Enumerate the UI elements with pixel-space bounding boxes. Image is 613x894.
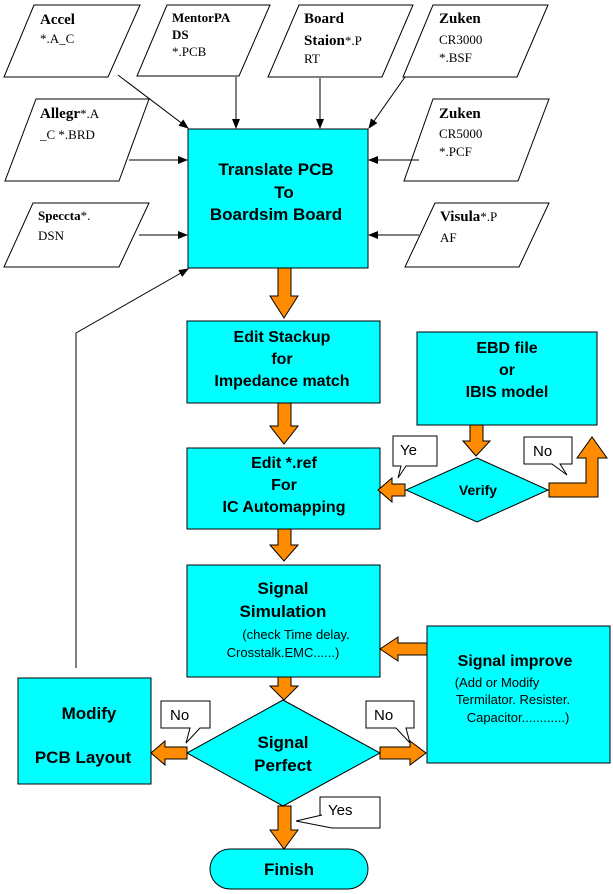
box-ebd-ibis: EBD file or IBIS model bbox=[416, 331, 598, 426]
perfect-line1: Signal bbox=[257, 733, 308, 752]
input-zuken3000-name: Zuken bbox=[439, 11, 481, 27]
modify-line1: Modify bbox=[62, 704, 117, 723]
input-specctra-name: Speccta bbox=[38, 208, 81, 223]
input-mentor-ext: *.PCB bbox=[172, 44, 207, 59]
box-stackup: Edit Stackup for Impedance match bbox=[186, 320, 381, 404]
verify-label: Verify bbox=[459, 482, 497, 498]
decision-signal-perfect: Signal Perfect bbox=[185, 699, 382, 807]
input-mentor: MentorPA DS *.PCB bbox=[136, 4, 271, 77]
input-boardstation-name2: Staion bbox=[304, 33, 346, 49]
decision-verify: Verify bbox=[404, 457, 550, 523]
arrow-ebd-verify bbox=[461, 424, 492, 457]
input-boardstation: Board Staion*.P RT bbox=[267, 4, 414, 78]
box-modify-layout: Modify PCB Layout bbox=[17, 677, 152, 785]
arrow-zuken3000 bbox=[368, 76, 406, 129]
input-zuken-cr5000: Zuken CR5000 *.PCF bbox=[403, 98, 550, 182]
arrow-verify-editref bbox=[377, 476, 406, 504]
input-specctra: Speccta*. DSN bbox=[3, 202, 150, 268]
box-signal-simulation: Signal Simulation (check Time delay. Cro… bbox=[186, 564, 381, 678]
input-mentor-name2: DS bbox=[172, 27, 189, 42]
input-boardstation-name1: Board bbox=[304, 11, 345, 27]
perfect-no-right-label: No bbox=[374, 707, 393, 724]
ebd-line2: or bbox=[499, 362, 515, 379]
input-specctra-ext2: DSN bbox=[38, 228, 65, 243]
ebd-line1: EBD file bbox=[476, 340, 537, 357]
verify-yes-label: Ye bbox=[400, 442, 417, 459]
callout-perfect-no-right: No bbox=[365, 700, 415, 744]
translate-line3: Boardsim Board bbox=[210, 205, 342, 224]
sim-detail-line1: (check Time delay. bbox=[242, 627, 349, 642]
improve-title: Signal improve bbox=[458, 653, 573, 670]
arrow-editref-simulation bbox=[268, 528, 300, 562]
arrow-perfect-improve bbox=[379, 740, 427, 766]
stackup-line1: Edit Stackup bbox=[234, 329, 331, 346]
arrow-modify-return bbox=[75, 268, 189, 668]
input-boardstation-ext1: *.P bbox=[345, 33, 362, 48]
input-specctra-ext1: *. bbox=[81, 208, 91, 223]
arrow-stackup-editref bbox=[268, 402, 300, 445]
improve-detail-line3: Capacitor............) bbox=[467, 710, 570, 725]
input-zuken5000-model: CR5000 bbox=[439, 126, 482, 141]
svg-text:Allegr*.A: Allegr*.A bbox=[40, 106, 100, 122]
input-allegro-ext1: *.A bbox=[80, 106, 100, 121]
arrow-translate-stackup bbox=[269, 267, 299, 319]
editref-line3: IC Automapping bbox=[223, 499, 346, 516]
input-allegro-name: Allegr bbox=[40, 106, 80, 122]
input-allegro: Allegr*.A _C *.BRD bbox=[4, 98, 150, 182]
input-visula-name: Visula bbox=[440, 209, 481, 225]
box-signal-improve: Signal improve (Add or Modify Termilator… bbox=[426, 625, 611, 764]
arrow-improve-simulation bbox=[379, 636, 428, 662]
input-zuken5000-ext: *.PCF bbox=[439, 144, 472, 159]
ebd-line3: IBIS model bbox=[466, 384, 549, 401]
finish-label: Finish bbox=[264, 860, 314, 879]
arrow-perfect-modify bbox=[150, 739, 188, 767]
sim-title-line2: Simulation bbox=[240, 602, 327, 621]
input-zuken3000-model: CR3000 bbox=[439, 32, 482, 47]
input-zuken5000-name: Zuken bbox=[439, 106, 481, 122]
improve-detail-line2: Termilator. Resister. bbox=[456, 692, 570, 707]
modify-line2: PCB Layout bbox=[35, 748, 132, 767]
svg-text:Visula*.P: Visula*.P bbox=[440, 209, 497, 225]
flow-arrows bbox=[150, 267, 608, 850]
svg-text:Staion*.P: Staion*.P bbox=[304, 33, 362, 49]
box-translate: Translate PCB To Boardsim Board bbox=[187, 128, 369, 269]
verify-no-label: No bbox=[533, 443, 552, 460]
input-zuken3000-ext: *.BSF bbox=[439, 50, 472, 65]
input-connectors bbox=[75, 74, 419, 668]
input-accel: Accel *.A_C bbox=[3, 4, 141, 78]
input-visula-ext1: *.P bbox=[480, 209, 497, 224]
callout-verify-yes: Ye bbox=[392, 435, 438, 479]
input-visula-ext2: AF bbox=[440, 230, 457, 245]
editref-line1: Edit *.ref bbox=[251, 455, 317, 472]
editref-line2: For bbox=[271, 477, 297, 494]
input-allegro-ext2: _C *.BRD bbox=[39, 127, 95, 142]
svg-text:Speccta*.: Speccta*. bbox=[38, 208, 90, 223]
callout-verify-no: No bbox=[523, 436, 573, 476]
stackup-line3: Impedance match bbox=[214, 373, 349, 390]
input-accel-ext: *.A_C bbox=[40, 31, 74, 46]
terminal-finish: Finish bbox=[209, 848, 369, 890]
sim-detail-line2: Crosstalk.EMC......) bbox=[227, 645, 340, 660]
arrow-perfect-finish bbox=[269, 805, 299, 850]
sim-title-line1: Signal bbox=[257, 579, 308, 598]
arrow-verify-no bbox=[548, 436, 608, 498]
arrow-accel bbox=[117, 74, 189, 129]
input-visula: Visula*.P AF bbox=[404, 202, 550, 268]
improve-detail-line1: (Add or Modify bbox=[455, 675, 540, 690]
perfect-no-left-label: No bbox=[170, 707, 189, 724]
input-zuken-cr3000: Zuken CR3000 *.BSF bbox=[402, 4, 549, 78]
perfect-yes-label: Yes bbox=[328, 802, 352, 819]
perfect-line2: Perfect bbox=[254, 756, 312, 775]
translate-line1: Translate PCB bbox=[218, 160, 333, 179]
input-accel-name: Accel bbox=[40, 12, 75, 28]
input-boardstation-ext2: RT bbox=[304, 51, 320, 66]
box-edit-ref: Edit *.ref For IC Automapping bbox=[186, 447, 381, 530]
input-mentor-name1: MentorPA bbox=[172, 10, 231, 25]
arrow-simulation-perfect bbox=[268, 676, 300, 701]
callout-perfect-no-left: No bbox=[160, 700, 211, 744]
stackup-line2: for bbox=[271, 351, 292, 368]
translate-line2: To bbox=[274, 183, 294, 202]
callout-perfect-yes: Yes bbox=[295, 796, 381, 829]
